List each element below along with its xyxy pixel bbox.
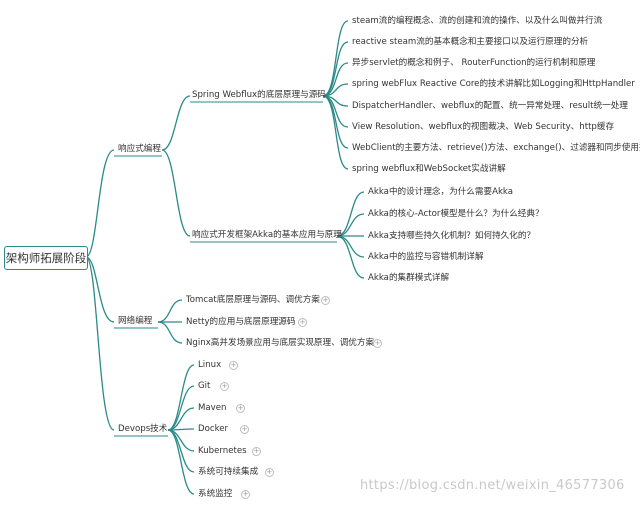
connector-root-reactive <box>85 149 115 258</box>
connector-reactive-akka <box>161 149 191 237</box>
branch-devops[interactable]: Devops技术 <box>118 424 168 434</box>
expand-icon[interactable]: + <box>236 404 245 413</box>
webflux-item[interactable]: DispatcherHandler、webflux的配置、统一异常处理、resu… <box>352 101 628 111</box>
devops-item[interactable]: 系统可持续集成 <box>198 467 259 477</box>
node-underlines <box>114 101 337 437</box>
connector-root-network <box>85 256 115 323</box>
webflux-item[interactable]: 异步servlet的概念和例子、 RouterFunction的运行机制和原理 <box>352 58 596 68</box>
devops-item[interactable]: Linux <box>198 360 222 370</box>
webflux-item[interactable]: reactive steam流的基本概念和主要接口以及运行原理的分析 <box>352 37 589 47</box>
webflux-item[interactable]: View Resolution、webflux的视图裁决、Web Securit… <box>352 122 615 132</box>
akka-item[interactable]: Akka中的设计理念，为什么需要Akka <box>368 187 514 197</box>
akka-item[interactable]: Akka的集群模式详解 <box>368 273 450 283</box>
subbranch-webflux[interactable]: Spring Webflux的底层原理与源码 <box>192 90 326 100</box>
akka-item[interactable]: Akka的核心-Actor模型是什么？为什么经典？ <box>368 209 544 219</box>
expand-icon[interactable]: + <box>220 382 229 391</box>
network-item[interactable]: Nginx高并发场景应用与底层实现原理、调优方案 <box>186 338 375 348</box>
network-item[interactable]: Tomcat底层原理与源码、调优方案 <box>186 295 320 305</box>
expand-icon[interactable]: + <box>373 339 382 348</box>
network-item[interactable]: Netty的应用与底层原理源码 <box>186 317 296 327</box>
expand-icon[interactable]: + <box>298 318 307 327</box>
webflux-item[interactable]: steam流的编程概念、流的创建和流的操作、以及什么叫做并行流 <box>352 16 603 26</box>
expand-icon[interactable]: + <box>265 468 274 477</box>
webflux-item[interactable]: spring webflux和WebSocket实战讲解 <box>352 164 506 174</box>
expand-icon[interactable]: + <box>240 425 249 434</box>
connector-root-devops <box>85 256 115 431</box>
devops-item[interactable]: 系统监控 <box>198 489 233 499</box>
devops-item[interactable]: Maven <box>198 403 227 413</box>
devops-item[interactable]: Docker <box>198 424 229 434</box>
akka-item[interactable]: Akka支持哪些持久化机制？如何持久化的？ <box>368 231 536 241</box>
connector-devops-fan <box>167 364 195 495</box>
connector-webflux-fan <box>322 20 349 170</box>
branch-reactive[interactable]: 响应式编程 <box>118 144 161 154</box>
subbranch-akka[interactable]: 响应式开发框架Akka的基本应用与原理 <box>192 230 342 240</box>
expand-icon[interactable]: + <box>321 296 330 305</box>
connector-reactive-webflux <box>161 95 191 151</box>
expand-icon[interactable]: + <box>241 490 250 499</box>
expand-icon[interactable]: + <box>229 361 238 370</box>
connector-network-fan <box>157 299 183 344</box>
branch-network[interactable]: 网络编程 <box>118 316 153 326</box>
root-node[interactable]: 架构师拓展阶段 <box>4 246 88 270</box>
akka-item[interactable]: Akka中的监控与容错机制详解 <box>368 252 484 262</box>
connector-akka-fan <box>336 191 365 279</box>
devops-item[interactable]: Git <box>198 381 211 391</box>
watermark-text: https://blog.csdn.net/weixin_46577306 <box>360 478 625 493</box>
webflux-item[interactable]: WebClient的主要方法、retrieve()方法、exchange()、过… <box>352 143 640 153</box>
devops-item[interactable]: Kubernetes <box>198 446 247 456</box>
expand-icon[interactable]: + <box>252 447 261 456</box>
webflux-item[interactable]: spring webFlux Reactive Core的技术讲解比如Loggi… <box>352 79 635 89</box>
